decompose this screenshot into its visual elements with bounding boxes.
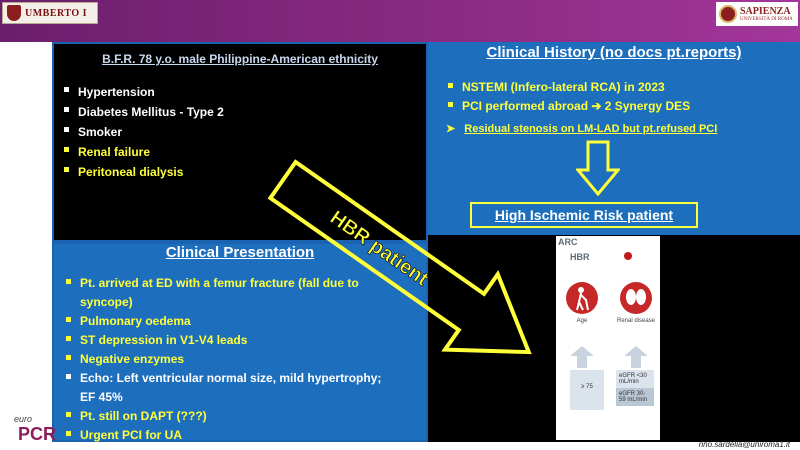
- residual-stenosis-text: Residual stenosis on LM-LAD but pt.refus…: [464, 123, 718, 135]
- umberto-logo-text: UMBERTO I: [25, 7, 88, 19]
- clinical-presentation-item: Echo: Left ventricular normal size, mild…: [60, 369, 400, 407]
- clinical-presentation-item: Negative enzymes: [60, 350, 400, 369]
- pcr-logo-text: PCR: [18, 424, 57, 444]
- renal-threshold-box: eGFR <30 mL/min eGFR 30-59 mL/min: [616, 370, 654, 406]
- footer-email: rino.sardella@uniroma1.it: [698, 440, 790, 449]
- renal-disease-label: Renal disease: [616, 318, 656, 324]
- hbr-label: HBR: [570, 252, 590, 262]
- clinical-presentation-panel: Clinical Presentation Pt. arrived at ED …: [52, 242, 428, 442]
- patient-history-item: Hypertension: [58, 82, 224, 102]
- renal-threshold-1: eGFR <30 mL/min: [619, 373, 647, 385]
- renal-threshold-2: eGFR 30-59 mL/min: [616, 388, 654, 406]
- clinical-history-item: NSTEMI (Infero-lateral RCA) in 2023: [442, 78, 690, 97]
- residual-stenosis-item: ➤ Residual stenosis on LM-LAD but pt.ref…: [446, 122, 717, 135]
- clinical-presentation-item: Urgent PCI for UA: [60, 426, 400, 445]
- euro-logo-text: euro: [14, 414, 33, 424]
- patient-history-item: Diabetes Mellitus - Type 2: [58, 102, 224, 122]
- patient-title: B.F.R. 78 y.o. male Philippine-American …: [102, 52, 378, 66]
- kidney-icon: [620, 282, 652, 314]
- age-icon: [566, 282, 598, 314]
- high-ischemic-risk-box: High Ischemic Risk patient: [470, 202, 698, 228]
- sapienza-seal-icon: [719, 5, 737, 23]
- arrow-bullet-icon: ➤: [446, 123, 456, 135]
- up-arrow-icon: [624, 346, 648, 368]
- clinical-presentation-title: Clinical Presentation: [165, 244, 315, 261]
- age-threshold-box: ≥ 75: [570, 370, 604, 410]
- age-label: Age: [576, 318, 588, 324]
- crest-icon: [7, 5, 21, 21]
- clinical-presentation-item: Pulmonary oedema: [60, 312, 400, 331]
- clinical-history-item: PCI performed abroad ➔ 2 Synergy DES: [442, 97, 690, 116]
- patient-history-item: Peritoneal dialysis: [58, 162, 224, 182]
- sapienza-sub: UNIVERSITÀ DI ROMA: [740, 16, 793, 22]
- sapienza-logo: SAPIENZA UNIVERSITÀ DI ROMA: [716, 2, 798, 26]
- clinical-presentation-list: Pt. arrived at ED with a femur fracture …: [60, 274, 400, 445]
- umberto-logo: UMBERTO I: [2, 2, 98, 24]
- age-threshold: ≥ 75: [581, 384, 593, 390]
- patient-history-item: Smoker: [58, 122, 224, 142]
- blood-drop-icon: [624, 252, 632, 260]
- clinical-history-panel: Clinical History (no docs pt.reports) NS…: [428, 42, 800, 235]
- up-arrow-icon: [570, 346, 594, 368]
- clinical-presentation-item: ST depression in V1-V4 leads: [60, 331, 400, 350]
- arc-hbr-card: ARC HBR Age Renal disease ≥ 75 eGFR <30 …: [556, 236, 660, 440]
- clinical-history-title: Clinical History (no docs pt.reports): [486, 44, 742, 61]
- footer-strip: [0, 442, 800, 450]
- patient-history-item: Renal failure: [58, 142, 224, 162]
- arc-label: ARC: [558, 237, 578, 247]
- clinical-presentation-item: Pt. arrived at ED with a femur fracture …: [60, 274, 400, 312]
- clinical-presentation-item: Pt. still on DAPT (???): [60, 407, 400, 426]
- header-bar: [0, 0, 800, 42]
- patient-panel: B.F.R. 78 y.o. male Philippine-American …: [52, 42, 428, 242]
- down-arrow-icon: [576, 140, 620, 196]
- sapienza-name: SAPIENZA: [740, 5, 791, 17]
